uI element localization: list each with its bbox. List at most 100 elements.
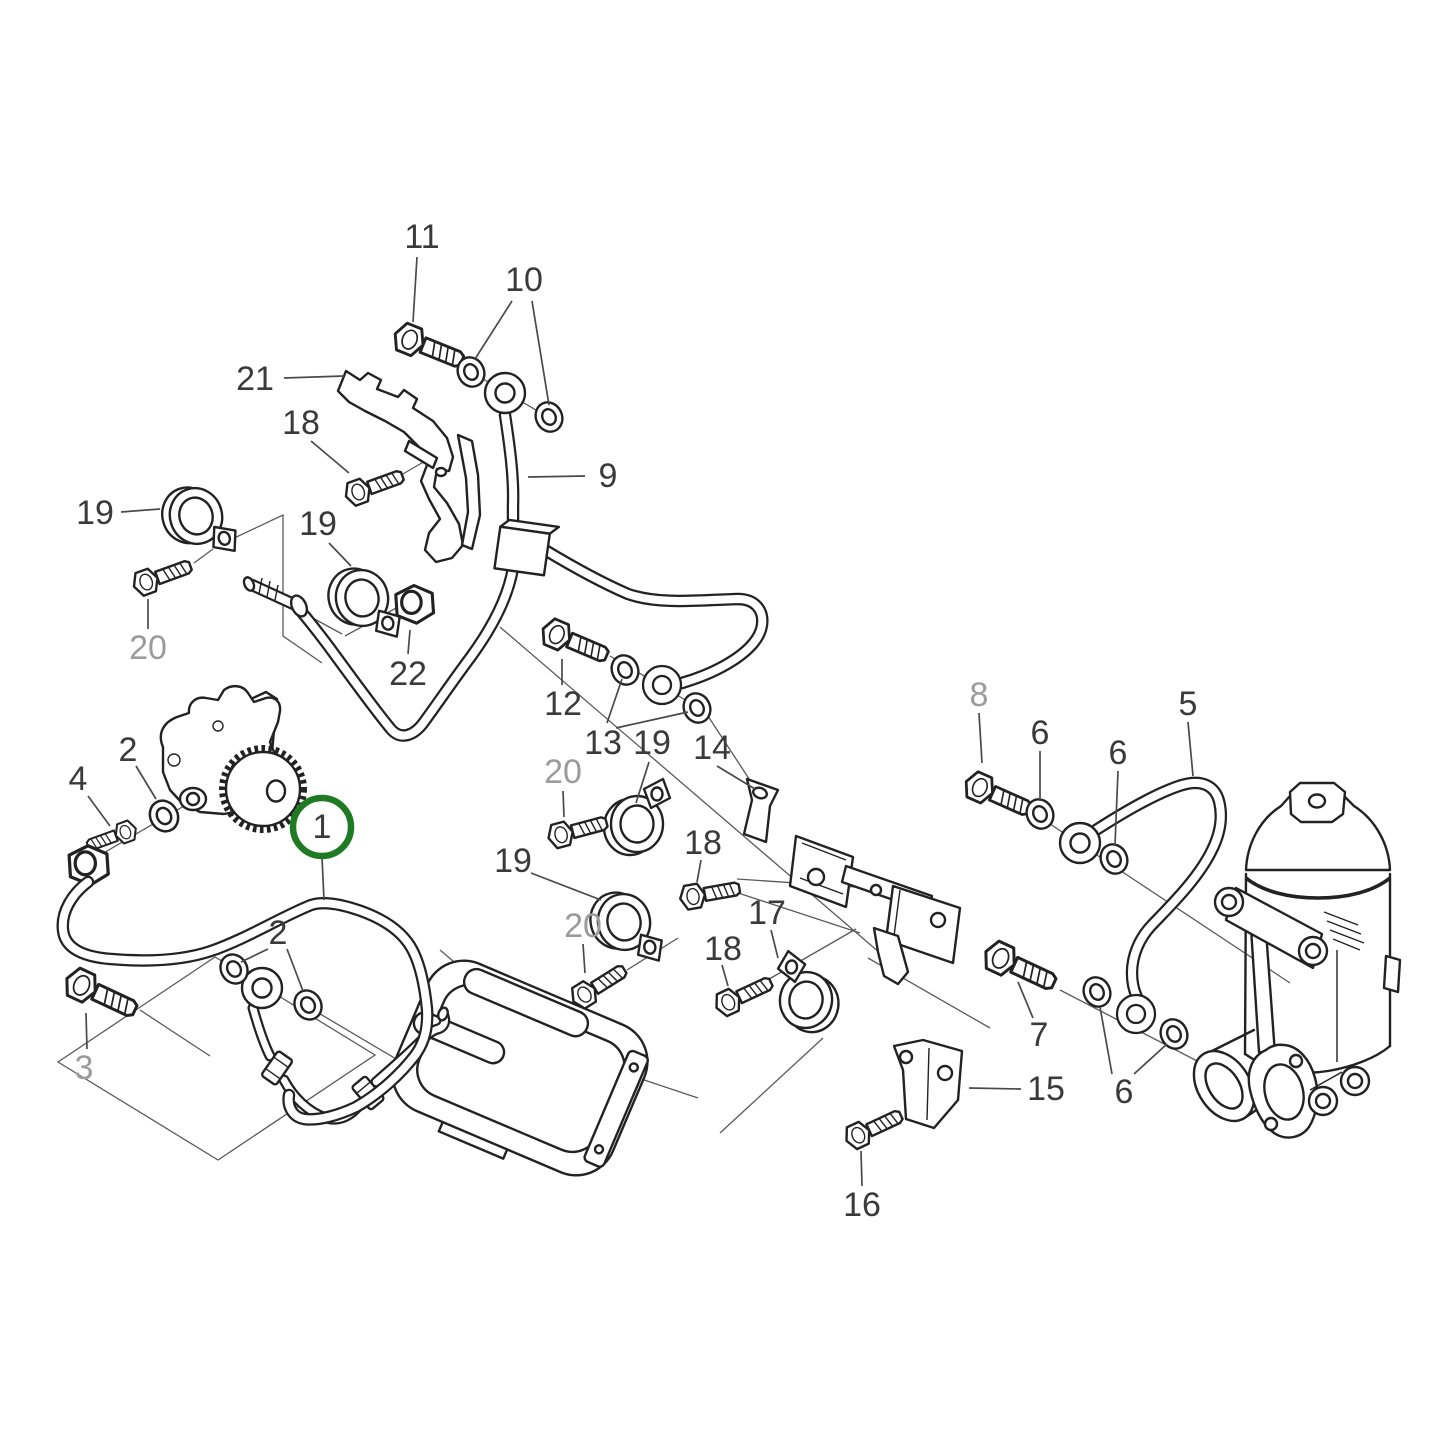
pump-assembly [159, 685, 307, 833]
callout-label-2-27: 2 [119, 731, 138, 769]
leader-line-part-10 [474, 300, 513, 360]
bracket-15 [892, 1038, 964, 1130]
callout-label-11-0: 11 [404, 218, 439, 256]
bracket-14 [742, 777, 962, 986]
leader-line-part-20 [582, 943, 586, 974]
leader-line-part-4 [87, 795, 111, 827]
callout-label-6-25: 6 [1115, 1073, 1134, 1111]
bolt-16 [840, 1103, 908, 1153]
leader-line-part-2 [135, 765, 157, 800]
callout-label-18-3: 18 [282, 404, 320, 442]
leader-line-part-6 [1114, 770, 1119, 846]
leader-line-part-11 [412, 256, 418, 323]
bolt-8 [959, 767, 1037, 824]
clamp-19-a [153, 475, 243, 571]
callout-label-19-6: 19 [299, 505, 337, 543]
callout-label-20-5: 20 [129, 629, 167, 667]
callout-label-18-18: 18 [704, 930, 742, 968]
callout-label-2-30: 2 [269, 914, 288, 952]
highlight-circle-part-1 [289, 794, 355, 860]
leader-line-part-18 [310, 440, 350, 474]
bolt-20-a [128, 553, 196, 599]
pipe-1 [56, 875, 434, 1126]
callout-label-7-23: 7 [1030, 1016, 1049, 1054]
leader-line-part-22 [407, 629, 411, 655]
callout-label-20-16: 20 [564, 907, 602, 945]
callout-label-8-19: 8 [970, 676, 989, 714]
callout-label-19-11: 19 [633, 724, 671, 762]
washer-2b [288, 984, 328, 1026]
bracket-21 [336, 369, 482, 564]
leader-line-part-21 [283, 375, 345, 379]
callout-label-5-22: 5 [1179, 685, 1198, 723]
leader-line-part-6 [1099, 1006, 1113, 1075]
leader-line-part-3 [85, 1012, 88, 1050]
washer-6b [1094, 838, 1134, 880]
leader-line-part-2 [286, 948, 304, 992]
cover-plate [391, 959, 649, 1177]
leader-line-part-16 [860, 1150, 863, 1187]
leader-line-part-19 [635, 761, 650, 804]
nut-22 [394, 583, 436, 625]
bolt-20-c [565, 958, 632, 1013]
bolt-18-low [710, 970, 778, 1020]
callout-label-15-24: 15 [1027, 1070, 1065, 1108]
washer-13b [677, 687, 717, 729]
pipe-5 [1058, 776, 1227, 1035]
banjo-fitting-pipe5-top [1058, 821, 1102, 865]
leader-line-part-13 [615, 711, 689, 729]
callout-label-13-10: 13 [584, 724, 622, 762]
callout-label-19-15: 19 [494, 842, 532, 880]
callout-label-6-21: 6 [1109, 734, 1128, 772]
clamp-17 [766, 948, 848, 1038]
clamp-19-c [602, 777, 672, 857]
callout-label-3-31: 3 [75, 1049, 94, 1087]
bolt-20-b [544, 809, 611, 851]
callout-label-12-9: 12 [544, 685, 582, 723]
callout-label-14-12: 14 [693, 729, 731, 767]
leader-line-part-14 [716, 765, 756, 790]
callout-label-4-28: 4 [69, 760, 88, 798]
bolt-3 [59, 963, 143, 1026]
callout-label-22-7: 22 [389, 655, 427, 693]
callout-label-16-26: 16 [843, 1186, 881, 1224]
leader-line-part-20 [562, 790, 565, 818]
leader-line-part-10 [531, 300, 550, 406]
leader-line-part-7 [1017, 981, 1034, 1019]
leader-line-part-18 [721, 964, 729, 987]
bolt-12 [536, 614, 614, 670]
banjo-fitting-pipe5-bottom [1115, 993, 1157, 1035]
leader-line-part-6 [1133, 1043, 1168, 1075]
leader-line-part-2 [240, 948, 269, 963]
clamp-19-b [322, 559, 405, 651]
washer-6d [1154, 1013, 1194, 1055]
leader-line-part-1 [321, 856, 325, 901]
bolt-11 [388, 319, 469, 376]
pipe-junction-block [493, 518, 561, 577]
leader-line-part-15 [968, 1087, 1022, 1090]
callout-label-17-17: 17 [748, 894, 786, 932]
leader-line-part-8 [978, 712, 983, 764]
leader-line-part-18 [696, 859, 702, 883]
callout-label-9-8: 9 [599, 457, 618, 495]
banjo-fitting-pipe9-right [641, 664, 683, 706]
o-ring-2 [143, 794, 185, 838]
bolt-18-mid [676, 875, 743, 912]
leader-line-part-19 [530, 872, 602, 901]
banjo-fitting-pipe9-top [483, 371, 527, 415]
oil-filter-housing [1192, 781, 1402, 1139]
bolt-18-top [340, 463, 408, 509]
leader-line-part-9 [527, 475, 586, 478]
leader-line-part-5 [1187, 721, 1194, 777]
callout-label-1-29: 1 [313, 808, 332, 846]
callout-label-6-20: 6 [1031, 714, 1050, 752]
pipe-9-stud-end [242, 576, 309, 618]
callout-label-21-2: 21 [236, 360, 274, 398]
leader-line-part-19 [120, 508, 161, 513]
washer-6c [1077, 971, 1117, 1013]
callout-label-19-4: 19 [76, 494, 114, 532]
callout-label-18-14: 18 [684, 824, 722, 862]
